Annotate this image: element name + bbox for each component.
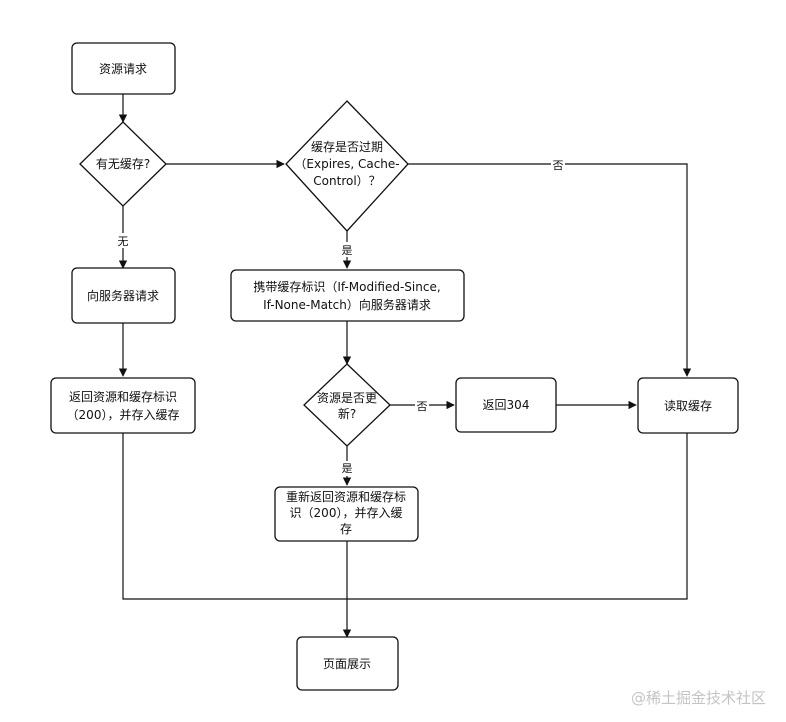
node-cache-expired-line1: 缓存是否过期 — [311, 140, 383, 154]
node-read-cache-label: 读取缓存 — [664, 399, 712, 413]
watermark: @稀土掘金技术社区 — [630, 689, 766, 707]
node-request-with-tags — [230, 269, 465, 322]
node-resource-request — [71, 42, 176, 95]
node-request-with-tags-line2: If-None-Match）向服务器请求 — [263, 297, 431, 312]
node-resource-updated-line1: 资源是否更 — [317, 391, 377, 405]
edge-label-no-cache: 无 — [118, 235, 129, 248]
node-return-and-cache — [50, 377, 196, 434]
node-return-304 — [455, 377, 557, 433]
node-cache-expired — [285, 100, 409, 232]
node-re-return-line2: 识（200），并存入缓 — [290, 506, 403, 520]
node-cache-expired-line3: Control）？ — [313, 174, 380, 188]
node-request-server-label: 向服务器请求 — [87, 288, 159, 303]
node-has-cache — [79, 121, 167, 207]
node-resource-request-label: 资源请求 — [99, 62, 147, 76]
node-return-and-cache-line2: （200），并存入缓存 — [67, 408, 180, 422]
node-re-return-line1: 重新返回资源和缓存标 — [286, 489, 406, 504]
edge-read-cache-to-merge — [347, 433, 688, 600]
node-return-and-cache-line1: 返回资源和缓存标识 — [69, 390, 177, 404]
edge-return-to-merge — [122, 433, 347, 600]
edge-label-not-expired: 否 — [553, 159, 564, 172]
node-cache-expired-line2: （Expires, Cache- — [294, 157, 399, 171]
edge-label-updated: 是 — [342, 462, 353, 475]
edge-label-expired: 是 — [342, 244, 353, 257]
node-return-304-label: 返回304 — [483, 398, 530, 412]
node-resource-updated-line2: 新? — [338, 406, 356, 421]
node-read-cache — [637, 377, 739, 434]
edge-expired-to-read-cache — [408, 163, 692, 377]
node-has-cache-label: 有无缓存? — [96, 157, 150, 171]
node-request-server — [71, 267, 176, 324]
node-re-return — [274, 486, 419, 542]
node-page-display — [296, 636, 399, 691]
edge-label-not-updated: 否 — [417, 400, 428, 413]
node-page-display-label: 页面展示 — [323, 657, 371, 671]
node-resource-updated — [303, 363, 391, 447]
node-re-return-line3: 存 — [340, 522, 352, 536]
node-request-with-tags-line1: 携带缓存标识（If-Modified-Since, — [253, 279, 440, 294]
